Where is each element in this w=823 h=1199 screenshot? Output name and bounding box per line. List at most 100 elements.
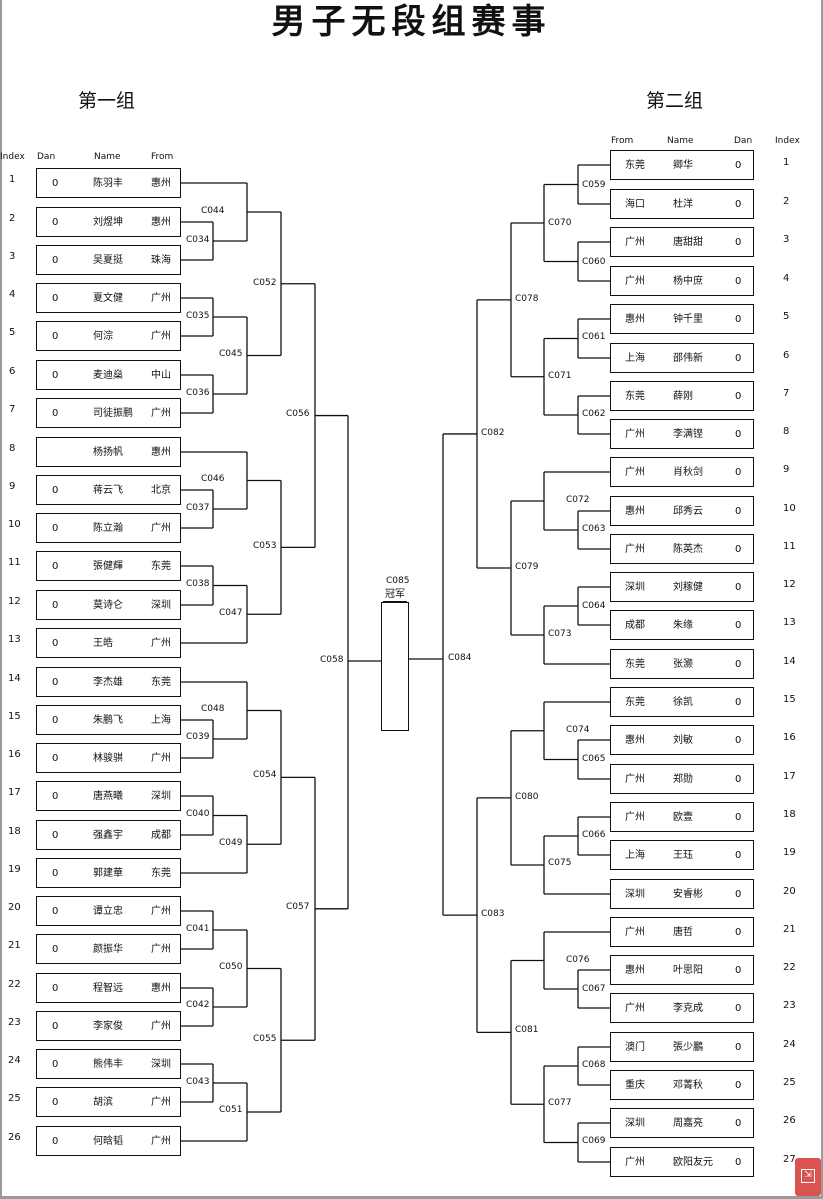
player-from: 惠州 bbox=[625, 965, 645, 976]
player-from: 东莞 bbox=[625, 160, 645, 171]
group2-player-index: 13 bbox=[783, 617, 796, 628]
player-from: 深圳 bbox=[625, 889, 645, 900]
player-dan: 0 bbox=[735, 697, 742, 708]
group2-player-index: 14 bbox=[783, 656, 796, 667]
player-dan: 0 bbox=[735, 1118, 742, 1129]
player-from: 珠海 bbox=[151, 255, 171, 266]
group1-header-dan: Dan bbox=[37, 152, 56, 162]
group2-player-index: 6 bbox=[783, 350, 790, 361]
match-label-c049: C049 bbox=[219, 838, 243, 848]
group1-header-index: Index bbox=[0, 152, 25, 162]
player-from: 广州 bbox=[151, 1021, 171, 1032]
player-from: 上海 bbox=[625, 850, 645, 861]
group1-player-index: 15 bbox=[8, 711, 21, 722]
player-from: 广州 bbox=[151, 1097, 171, 1108]
group2-player-index: 9 bbox=[783, 464, 790, 475]
player-name: 肖秋剑 bbox=[673, 467, 703, 478]
player-name: 杨中庶 bbox=[673, 276, 703, 287]
match-label-c036: C036 bbox=[186, 388, 210, 398]
match-label-c062: C062 bbox=[582, 409, 606, 419]
group1-player-index: 3 bbox=[9, 251, 16, 262]
player-dan: 0 bbox=[735, 237, 742, 248]
match-label-c075: C075 bbox=[548, 858, 572, 868]
player-from: 东莞 bbox=[625, 659, 645, 670]
player-dan: 0 bbox=[52, 868, 59, 879]
match-label-c050: C050 bbox=[219, 962, 243, 972]
player-dan: 0 bbox=[52, 408, 59, 419]
group1-player-index: 1 bbox=[9, 174, 16, 185]
match-label-c063: C063 bbox=[582, 524, 606, 534]
player-from: 东莞 bbox=[151, 561, 171, 572]
group2-player-index: 18 bbox=[783, 809, 796, 820]
player-dan: 0 bbox=[52, 370, 59, 381]
group2-player-index: 27 bbox=[783, 1154, 796, 1165]
group1-header-from: From bbox=[151, 152, 174, 162]
player-name: 李克成 bbox=[673, 1003, 703, 1014]
group2-player-index: 15 bbox=[783, 694, 796, 705]
player-dan: 0 bbox=[735, 659, 742, 670]
player-dan: 0 bbox=[52, 485, 59, 496]
player-dan: 0 bbox=[52, 830, 59, 841]
group2-header-index: Index bbox=[775, 136, 800, 146]
match-label-c047: C047 bbox=[219, 608, 243, 618]
player-name: 钟千里 bbox=[673, 314, 703, 325]
group1-header-name: Name bbox=[94, 152, 121, 162]
player-name: 刘敏 bbox=[673, 735, 693, 746]
group2-title: 第二组 bbox=[646, 90, 704, 112]
group1-player-index: 22 bbox=[8, 979, 21, 990]
match-label-c077: C077 bbox=[548, 1098, 572, 1108]
player-name: 欧阳友元 bbox=[673, 1157, 713, 1168]
player-from: 深圳 bbox=[151, 1059, 171, 1070]
player-dan: 0 bbox=[735, 774, 742, 785]
player-name: 邵伟新 bbox=[673, 353, 703, 364]
player-name: 刘煜坤 bbox=[93, 217, 123, 228]
player-name: 莫诗仑 bbox=[93, 600, 123, 611]
player-dan: 0 bbox=[52, 331, 59, 342]
player-name: 张灏 bbox=[673, 659, 693, 670]
match-label-c042: C042 bbox=[186, 1000, 210, 1010]
player-dan: 0 bbox=[735, 812, 742, 823]
page-border-bottom bbox=[0, 1196, 823, 1199]
player-from: 广州 bbox=[151, 523, 171, 534]
player-dan: 0 bbox=[52, 983, 59, 994]
match-label-c064: C064 bbox=[582, 601, 606, 611]
player-name: 朱鹏飞 bbox=[93, 715, 123, 726]
player-from: 上海 bbox=[151, 715, 171, 726]
match-label-c073: C073 bbox=[548, 629, 572, 639]
group2-player-index: 19 bbox=[783, 847, 796, 858]
match-label-c039: C039 bbox=[186, 732, 210, 742]
group2-player-index: 25 bbox=[783, 1077, 796, 1088]
player-name: 蒋云飞 bbox=[93, 485, 123, 496]
player-from: 广州 bbox=[151, 408, 171, 419]
match-label-c060: C060 bbox=[582, 257, 606, 267]
export-button[interactable]: ⇲ bbox=[795, 1158, 821, 1196]
player-from: 广州 bbox=[625, 544, 645, 555]
player-name: 陈羽丰 bbox=[93, 178, 123, 189]
player-from: 广州 bbox=[151, 331, 171, 342]
player-dan: 0 bbox=[735, 1042, 742, 1053]
champion-box bbox=[381, 602, 409, 731]
group1-title: 第一组 bbox=[78, 90, 136, 112]
page-border-right bbox=[821, 0, 823, 1199]
group2-player-index: 16 bbox=[783, 732, 796, 743]
group2-player-index: 17 bbox=[783, 771, 796, 782]
player-from: 惠州 bbox=[625, 506, 645, 517]
group1-player-index: 19 bbox=[8, 864, 21, 875]
player-dan: 0 bbox=[735, 467, 742, 478]
